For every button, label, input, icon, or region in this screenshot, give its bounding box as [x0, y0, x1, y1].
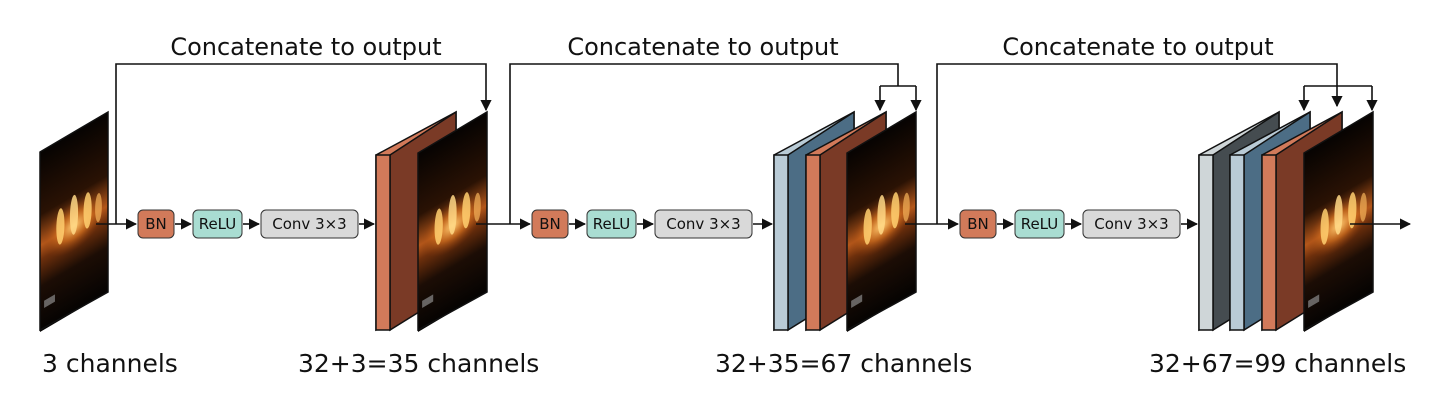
- input-image-3-channels: [39, 110, 109, 332]
- bn-op-1: BN: [137, 209, 175, 239]
- channel-label-3: 32+35=67 channels: [715, 349, 972, 378]
- output-stack-2: [773, 110, 917, 332]
- skip-connection-1: [115, 63, 492, 224]
- bn-label-3: BN: [967, 215, 989, 233]
- output-image-3: [1303, 110, 1374, 332]
- bn-op-2: BN: [531, 209, 569, 239]
- conv-label-1: Conv 3×3: [272, 215, 346, 233]
- relu-op-3: ReLU: [1014, 209, 1065, 239]
- output-image-1: [417, 110, 488, 332]
- concat-label-3: Concatenate to output: [1002, 33, 1273, 61]
- bn-label-2: BN: [539, 215, 561, 233]
- conv-label-3: Conv 3×3: [1094, 215, 1168, 233]
- relu-label-3: ReLU: [1021, 215, 1059, 233]
- relu-label-2: ReLU: [593, 215, 631, 233]
- channel-label-1: 3 channels: [42, 349, 178, 378]
- bn-op-3: BN: [959, 209, 997, 239]
- conv-op-3: Conv 3×3: [1082, 209, 1181, 239]
- channel-label-4: 32+67=99 channels: [1149, 349, 1406, 378]
- bn-label-1: BN: [145, 215, 167, 233]
- channel-label-2: 32+3=35 channels: [298, 349, 539, 378]
- conv-label-2: Conv 3×3: [666, 215, 740, 233]
- relu-label-1: ReLU: [199, 215, 237, 233]
- relu-op-2: ReLU: [586, 209, 637, 239]
- output-image-2: [846, 110, 917, 332]
- concat-label-1: Concatenate to output: [170, 33, 441, 61]
- output-stack-1: [375, 110, 488, 332]
- conv-op-1: Conv 3×3: [260, 209, 359, 239]
- output-stack-3: [1198, 110, 1374, 332]
- relu-op-1: ReLU: [192, 209, 243, 239]
- concat-label-2: Concatenate to output: [567, 33, 838, 61]
- skip-connection-3: [936, 63, 1378, 224]
- skip-connection-2: [509, 63, 922, 224]
- conv-op-2: Conv 3×3: [654, 209, 753, 239]
